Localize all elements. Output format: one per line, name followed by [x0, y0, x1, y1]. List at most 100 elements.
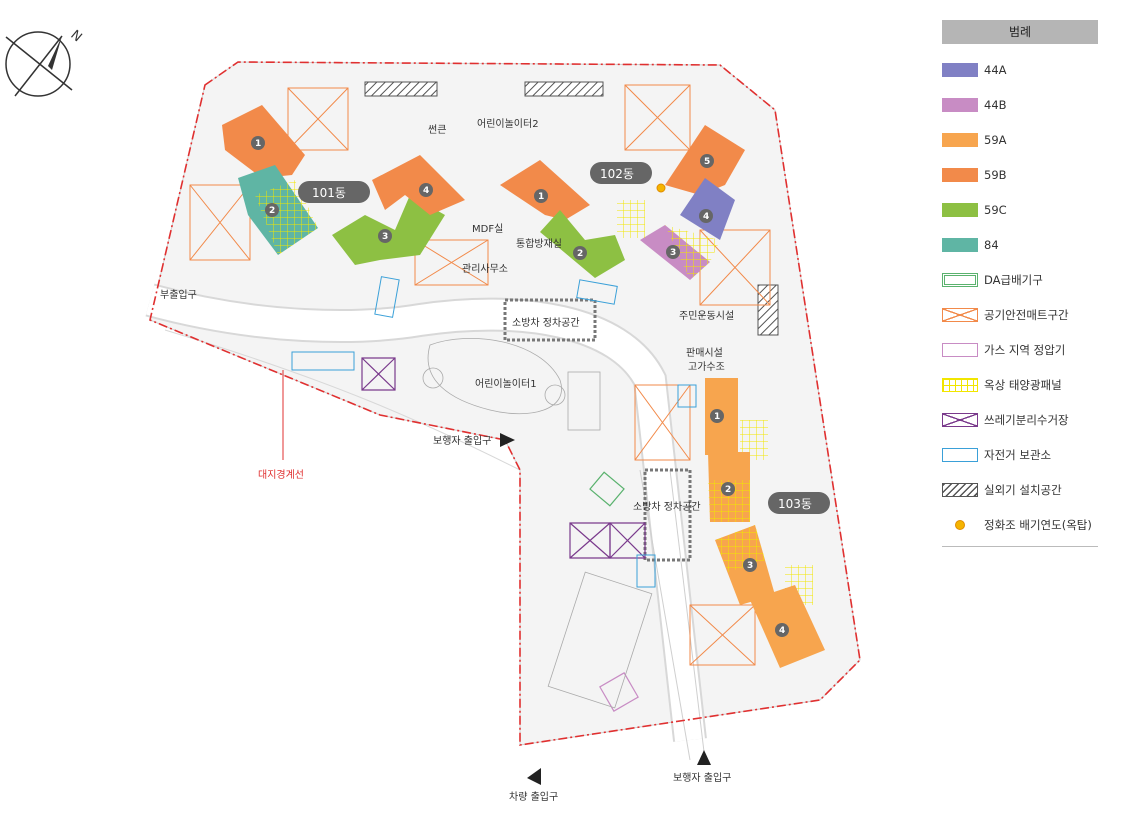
fire-parking-top-label: 소방차 정차공간: [512, 317, 580, 329]
outdoor-unit-space: [757, 284, 779, 336]
dong-label-bg: [768, 492, 830, 514]
legend-item: 가스 지역 정압기: [942, 332, 1098, 367]
playground1-area: [422, 338, 566, 415]
legend-label: 44B: [984, 97, 1007, 112]
dong-102-label: 102동: [600, 167, 634, 181]
legend-item: 44B: [942, 87, 1098, 122]
fitness-facility-label: 주민운동시설: [679, 310, 734, 322]
unit-number: 4: [703, 212, 709, 222]
building-102: 102동 1 2 3 4 5: [500, 125, 745, 280]
unit-number: 4: [779, 626, 785, 636]
legend-item: 실외기 설치공간: [942, 472, 1098, 507]
side-entrance-label: 부출입구: [160, 288, 197, 301]
unit-number: 2: [269, 206, 275, 216]
mdf-room-label: MDF실: [472, 223, 503, 235]
legend-swatch: [942, 447, 978, 462]
pedestrian-entrance-south-label: 보행자 출입구: [673, 771, 731, 784]
unit-59B: [500, 160, 590, 220]
legend-label: 44A: [984, 62, 1007, 77]
legend-swatch: [942, 377, 978, 392]
legend-swatch: [942, 97, 978, 112]
legend-label: 자전거 보관소: [984, 447, 1052, 462]
da-exhaust: [589, 471, 625, 507]
pedestrian-entrance-west-label: 보행자 출입구: [433, 434, 491, 447]
parking-grid: [547, 371, 653, 709]
legend-item: 59C: [942, 192, 1098, 227]
management-office-label: 관리사무소: [462, 263, 508, 275]
legend-swatch: [942, 202, 978, 217]
unit-number: 1: [255, 139, 261, 149]
water-tank-label: 고가수조: [688, 361, 725, 373]
legend-divider: [942, 546, 1098, 547]
vehicle-entrance-arrow: [527, 768, 541, 785]
unit-number: 2: [725, 485, 731, 495]
legend-label: 84: [984, 237, 999, 252]
outdoor-unit-space: [524, 81, 604, 97]
dong-101-label: 101동: [312, 186, 346, 200]
unit-59B: [372, 155, 465, 215]
bike-storage: [291, 276, 697, 588]
legend-label: 59A: [984, 132, 1007, 147]
legend-swatch: [942, 482, 978, 497]
dong-label-bg: [590, 162, 652, 184]
compass-circle: [5, 31, 71, 97]
legend-item: 옥상 태양광패널: [942, 367, 1098, 402]
fire-truck-area-top: [503, 298, 597, 342]
sunken-label: 썬큰: [428, 124, 446, 136]
compass: N: [5, 28, 85, 97]
legend-item: 자전거 보관소: [942, 437, 1098, 472]
unit-number: 2: [577, 249, 583, 259]
unit-number: 1: [538, 192, 544, 202]
legend-label: 옥상 태양광패널: [984, 377, 1062, 392]
solar-panels: [617, 200, 813, 605]
legend-item: 59B: [942, 157, 1098, 192]
legend-label: 정화조 배기연도(옥탑): [984, 517, 1092, 532]
legend-swatch: [942, 342, 978, 357]
legend-swatch: [942, 167, 978, 182]
unit-59C: [540, 210, 625, 278]
fire-parking-bottom-label: 소방차 정차공간: [633, 501, 701, 513]
unit-number: 1: [714, 412, 720, 422]
legend-item: 공기안전매트구간: [942, 297, 1098, 332]
legend-label: 59C: [984, 202, 1007, 217]
pedestrian-entrance-west-arrow: [500, 433, 515, 447]
legend-item: 정화조 배기연도(옥탑): [942, 507, 1098, 542]
legend-item: DA급배기구: [942, 262, 1098, 297]
legend-title: 범례: [942, 20, 1098, 44]
retail-label: 판매시설: [686, 347, 723, 359]
garbage-areas: [361, 357, 646, 559]
unit-number: 4: [423, 186, 429, 196]
legend-swatch: [942, 272, 978, 287]
legend-swatch: [942, 412, 978, 427]
legend-swatch: [942, 237, 978, 252]
legend-label: DA급배기구: [984, 272, 1043, 287]
legend-swatch: [942, 307, 978, 322]
legend-swatch: [942, 132, 978, 147]
legend-item: 59A: [942, 122, 1098, 157]
dong-label-bg: [298, 181, 370, 203]
legend-item: 쓰레기분리수거장: [942, 402, 1098, 437]
compass-north-label: N: [67, 28, 84, 46]
building-101: 101동 1 2 3 4: [222, 105, 465, 265]
site-boundary-label: 대지경계선: [258, 468, 304, 481]
legend-swatch: [942, 62, 978, 77]
unit-44A: [680, 178, 735, 240]
outdoor-unit-space: [364, 81, 438, 97]
legend-label: 가스 지역 정압기: [984, 342, 1066, 357]
unit-number: 3: [670, 248, 676, 258]
facility-labels: 어린이놀이터2 썬큰 MDF실 통합방재실 관리사무소 주민운동시설 소방차 정…: [160, 118, 734, 803]
vehicle-entrance-label: 차량 출입구: [509, 790, 558, 803]
legend-item: 44A: [942, 52, 1098, 87]
dong-103-label: 103동: [778, 497, 812, 511]
gas-regulator: [599, 672, 639, 712]
unit-number: 3: [382, 232, 388, 242]
unit-number: 3: [747, 561, 753, 571]
unit-number: 5: [704, 157, 710, 167]
legend-label: 쓰레기분리수거장: [984, 412, 1069, 427]
legend-item: 84: [942, 227, 1098, 262]
legend-label: 59B: [984, 167, 1007, 182]
legend-label: 공기안전매트구간: [984, 307, 1069, 322]
